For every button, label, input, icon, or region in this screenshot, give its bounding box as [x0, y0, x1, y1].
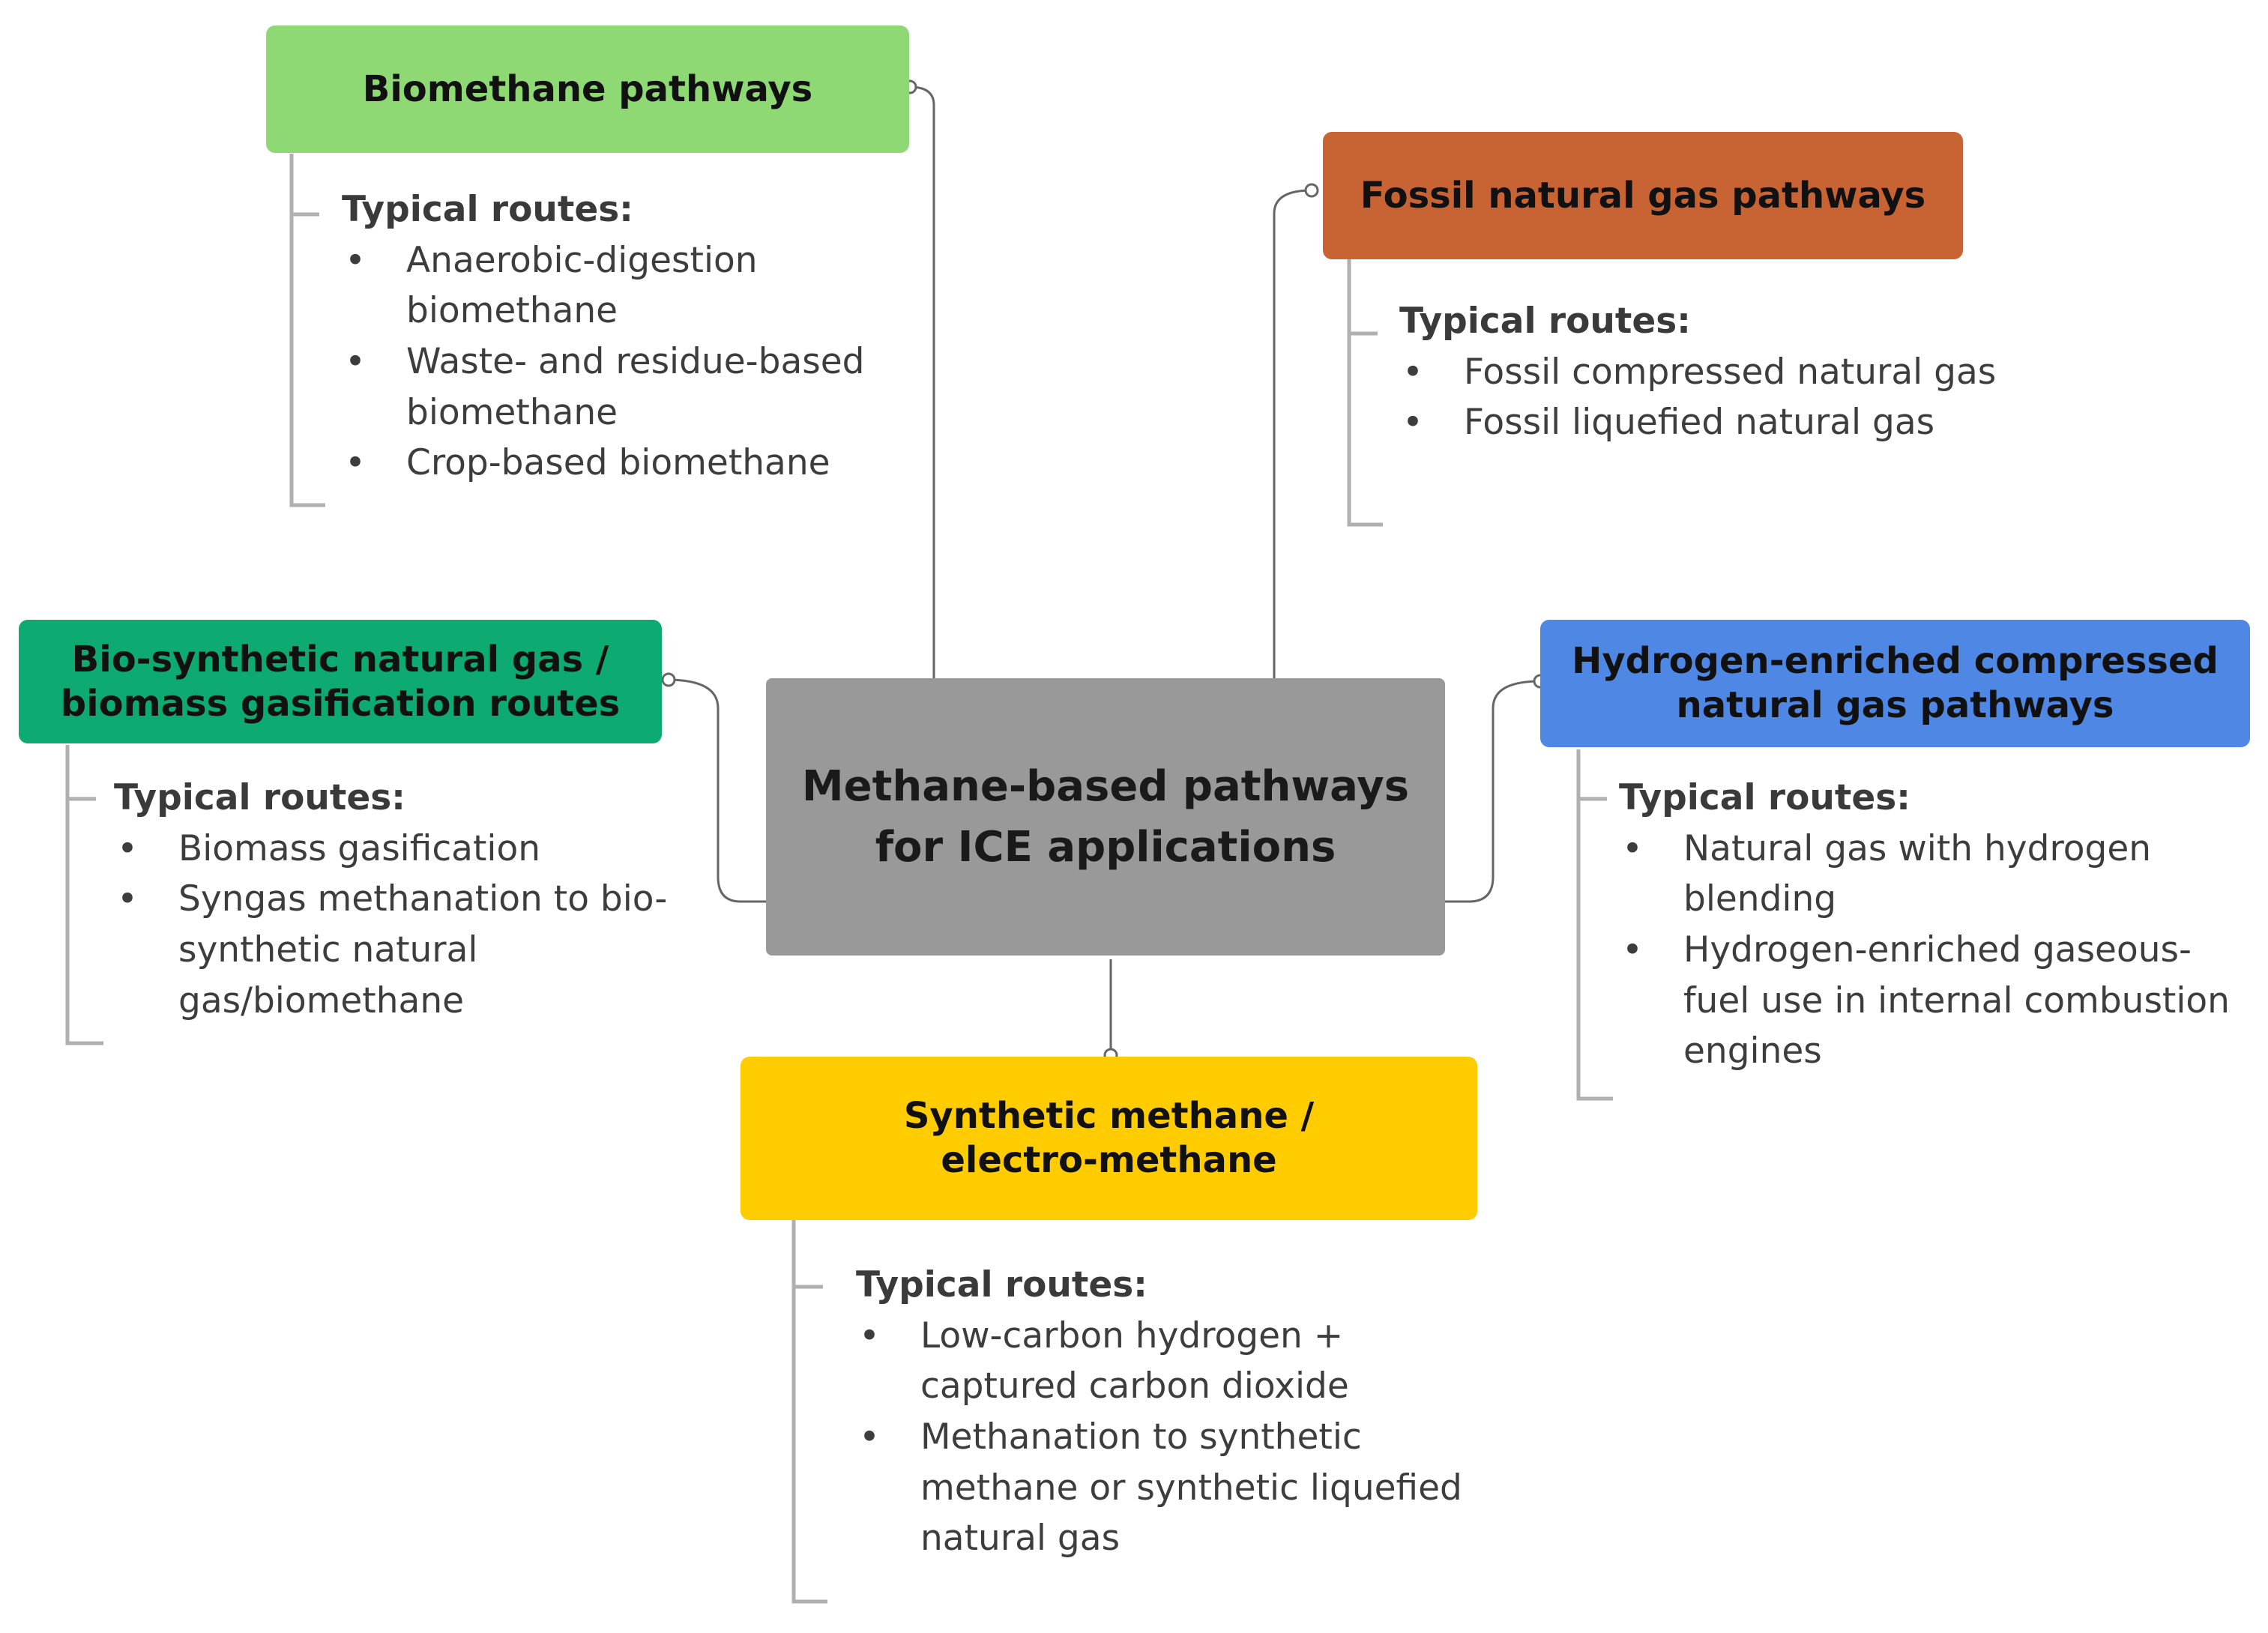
node-biomethane: Biomethane pathways — [266, 25, 909, 153]
dot-biosng — [661, 672, 676, 687]
routes-fossil: Typical routes: •Fossil compressed natur… — [1390, 296, 2065, 448]
routes-fossil-list: •Fossil compressed natural gas •Fossil l… — [1390, 347, 2065, 448]
routes-hydrogen: Typical routes: •Natural gas with hydrog… — [1610, 773, 2255, 1077]
routes-fossil-title: Typical routes: — [1399, 301, 1691, 342]
routes-synthetic-list: •Low-carbon hydrogen + captured carbon d… — [847, 1311, 1507, 1564]
list-item: •Anaerobic-digestion biomethane — [345, 239, 758, 332]
node-fossil: Fossil natural gas pathways — [1323, 132, 1963, 259]
bracket-synthetic — [791, 1220, 827, 1604]
link-hydrogen — [1445, 680, 1541, 903]
central-node: Methane-based pathways for ICE applicati… — [766, 678, 1445, 956]
node-fossil-title: Fossil natural gas pathways — [1360, 174, 1926, 217]
link-fossil — [1273, 189, 1312, 678]
list-item: •Fossil compressed natural gas — [1402, 351, 1997, 393]
dot-fossil — [1304, 183, 1319, 198]
routes-synthetic-title: Typical routes: — [856, 1264, 1147, 1306]
routes-synthetic: Typical routes: •Low-carbon hydrogen + c… — [847, 1260, 1507, 1564]
routes-biomethane-title: Typical routes: — [342, 189, 633, 230]
list-item: •Low-carbon hydrogen + captured carbon d… — [859, 1314, 1349, 1407]
list-item: •Fossil liquefied natural gas — [1402, 402, 1935, 444]
routes-hydrogen-title: Typical routes: — [1619, 777, 1910, 818]
node-biomethane-title: Biomethane pathways — [362, 67, 813, 110]
node-synthetic-title: Synthetic methane / electro-methane — [903, 1095, 1315, 1181]
bracket-fossil — [1347, 259, 1383, 527]
bracket-biosng — [65, 745, 103, 1045]
list-item: •Biomass gasification — [117, 827, 541, 869]
node-hydrogen-title: Hydrogen-enriched compressed natural gas… — [1572, 640, 2219, 726]
routes-biosng-list: •Biomass gasification •Syngas methanatio… — [105, 824, 690, 1027]
list-item: •Syngas methanation to bio-synthetic nat… — [117, 878, 668, 1021]
brackets — [65, 154, 1613, 1604]
list-item: •Natural gas with hydrogen blending — [1622, 827, 2152, 920]
node-biosng: Bio-synthetic natural gas / biomass gasi… — [19, 620, 662, 743]
link-biosng — [666, 678, 766, 903]
list-item: •Methanation to synthetic methane or syn… — [859, 1416, 1462, 1560]
routes-biosng: Typical routes: •Biomass gasification •S… — [105, 773, 690, 1026]
node-synthetic: Synthetic methane / electro-methane — [741, 1057, 1477, 1220]
node-biosng-title: Bio-synthetic natural gas / biomass gasi… — [60, 638, 621, 725]
routes-hydrogen-list: •Natural gas with hydrogen blending •Hyd… — [1610, 824, 2255, 1077]
bracket-biomethane — [289, 154, 325, 507]
routes-biomethane: Typical routes: •Anaerobic-digestion bio… — [333, 184, 932, 489]
node-hydrogen: Hydrogen-enriched compressed natural gas… — [1540, 620, 2250, 747]
routes-biomethane-list: •Anaerobic-digestion biomethane •Waste- … — [333, 235, 932, 489]
list-item: •Hydrogen-enriched gaseous-fuel use in i… — [1622, 929, 2230, 1072]
list-item: •Crop-based biomethane — [345, 442, 830, 484]
central-node-title: Methane-based pathways for ICE applicati… — [801, 761, 1410, 872]
routes-biosng-title: Typical routes: — [114, 777, 405, 818]
bracket-hydrogen — [1576, 749, 1613, 1101]
list-item: •Waste- and residue-based biomethane — [345, 341, 865, 433]
